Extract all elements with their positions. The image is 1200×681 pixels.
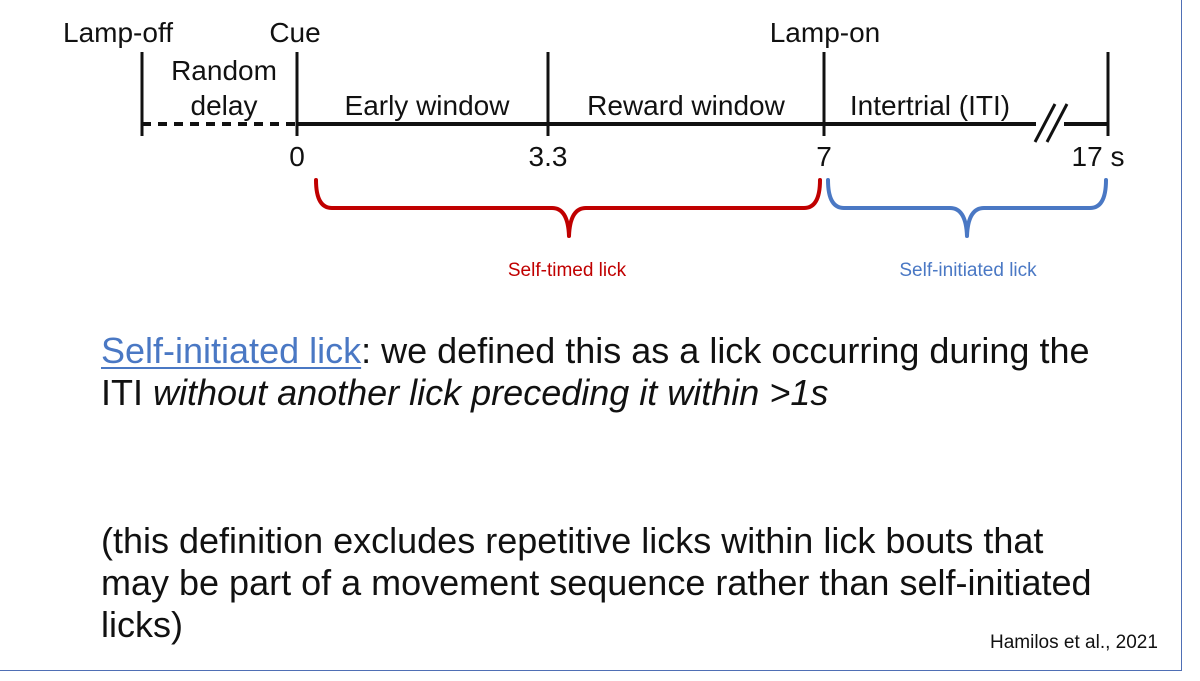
period-label-delay: delay xyxy=(191,90,258,121)
self-timed-lick-label: Self-timed lick xyxy=(508,260,627,281)
self-timed-lick-bracket xyxy=(314,178,822,238)
event-label-cue: Cue xyxy=(269,17,320,48)
definition-paragraph: Self-initiated lick: we defined this as … xyxy=(101,330,1101,414)
tick-label-17-s: 17 s xyxy=(1072,141,1125,172)
period-label-intertrial: Intertrial (ITI) xyxy=(850,90,1010,121)
tick-label-7: 7 xyxy=(816,141,832,172)
event-label-lamp-on: Lamp-on xyxy=(770,17,881,48)
period-label-random: Random xyxy=(171,55,277,86)
definition-text: : we defined this as a lick occurring du… xyxy=(101,330,1090,413)
event-label-lamp-off: Lamp-off xyxy=(63,17,173,48)
note-paragraph: (this definition excludes repetitive lic… xyxy=(101,520,1092,645)
self-initiated-lick-link[interactable]: Self-initiated lick xyxy=(101,330,362,371)
citation: Hamilos et al., 2021 xyxy=(990,632,1158,653)
slide-frame xyxy=(0,0,1182,671)
tick-label-3-3: 3.3 xyxy=(529,141,568,172)
definition-italic-text: without another lick preceding it within… xyxy=(153,372,829,413)
axis-break-mark xyxy=(1045,103,1069,143)
task-timeline-diagram: Lamp-off Cue Lamp-on Random delay Early … xyxy=(63,17,1125,281)
tick-label-0: 0 xyxy=(289,141,305,172)
period-label-early-window: Early window xyxy=(345,90,511,121)
self-initiated-lick-bracket xyxy=(826,178,1108,238)
period-label-reward-window: Reward window xyxy=(587,90,785,121)
axis-break-mark xyxy=(1033,103,1057,143)
self-initiated-lick-label: Self-initiated lick xyxy=(899,260,1037,281)
